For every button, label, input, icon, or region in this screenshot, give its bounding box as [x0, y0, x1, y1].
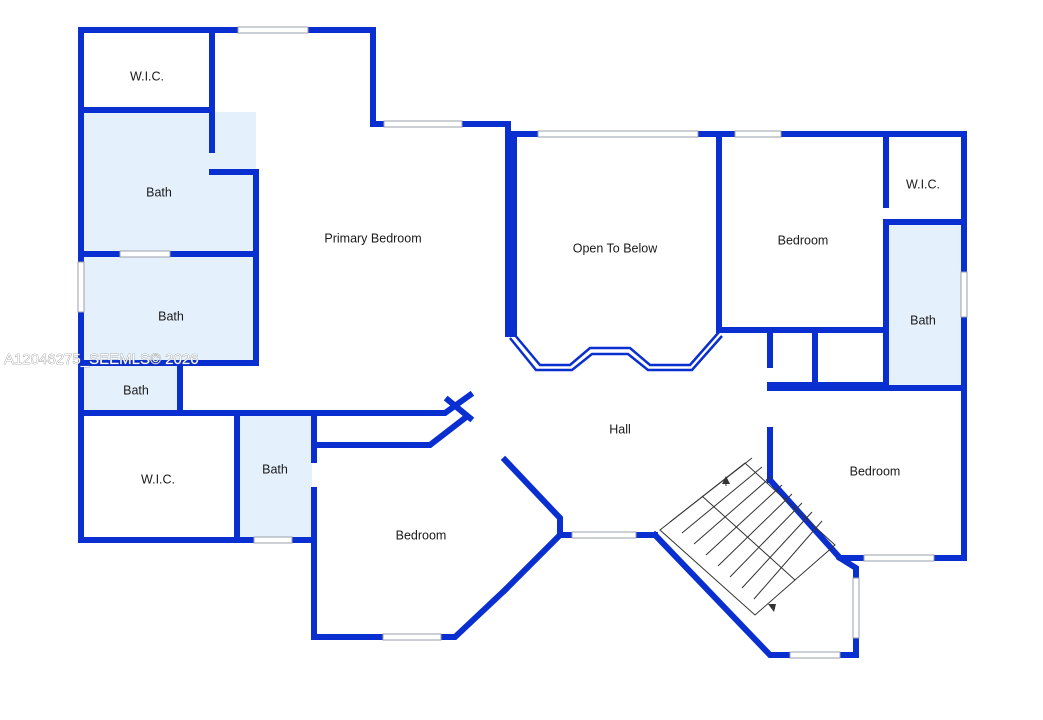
bath-fills — [84, 112, 961, 538]
room-label-wic-top-left: W.I.C. — [130, 69, 164, 83]
staircase — [659, 457, 836, 616]
windows — [77, 26, 968, 659]
room-label-wic-bottom-left: W.I.C. — [141, 472, 175, 486]
room-label-bath-right: Bath — [910, 313, 936, 327]
room-label-bath-4: Bath — [262, 462, 288, 476]
room-label-bedroom-right: Bedroom — [850, 464, 901, 478]
room-label-open-to-below: Open To Below — [573, 241, 659, 255]
open-to-below-bay — [509, 331, 723, 372]
room-label-bedroom-bottom: Bedroom — [396, 528, 447, 542]
room-label-hall: Hall — [609, 422, 631, 436]
room-label-bedroom-top-right: Bedroom — [778, 233, 829, 247]
room-label-bath-1: Bath — [146, 185, 172, 199]
room-labels: W.I.C. Bath Bath Bath W.I.C. Bath Primar… — [123, 69, 940, 542]
room-label-wic-top-right: W.I.C. — [906, 177, 940, 191]
room-label-bath-3: Bath — [123, 383, 149, 397]
watermark: A12046275_SEEMLS© 2026 — [4, 351, 199, 368]
room-label-bath-2: Bath — [158, 309, 184, 323]
room-label-primary-bedroom: Primary Bedroom — [324, 231, 421, 245]
